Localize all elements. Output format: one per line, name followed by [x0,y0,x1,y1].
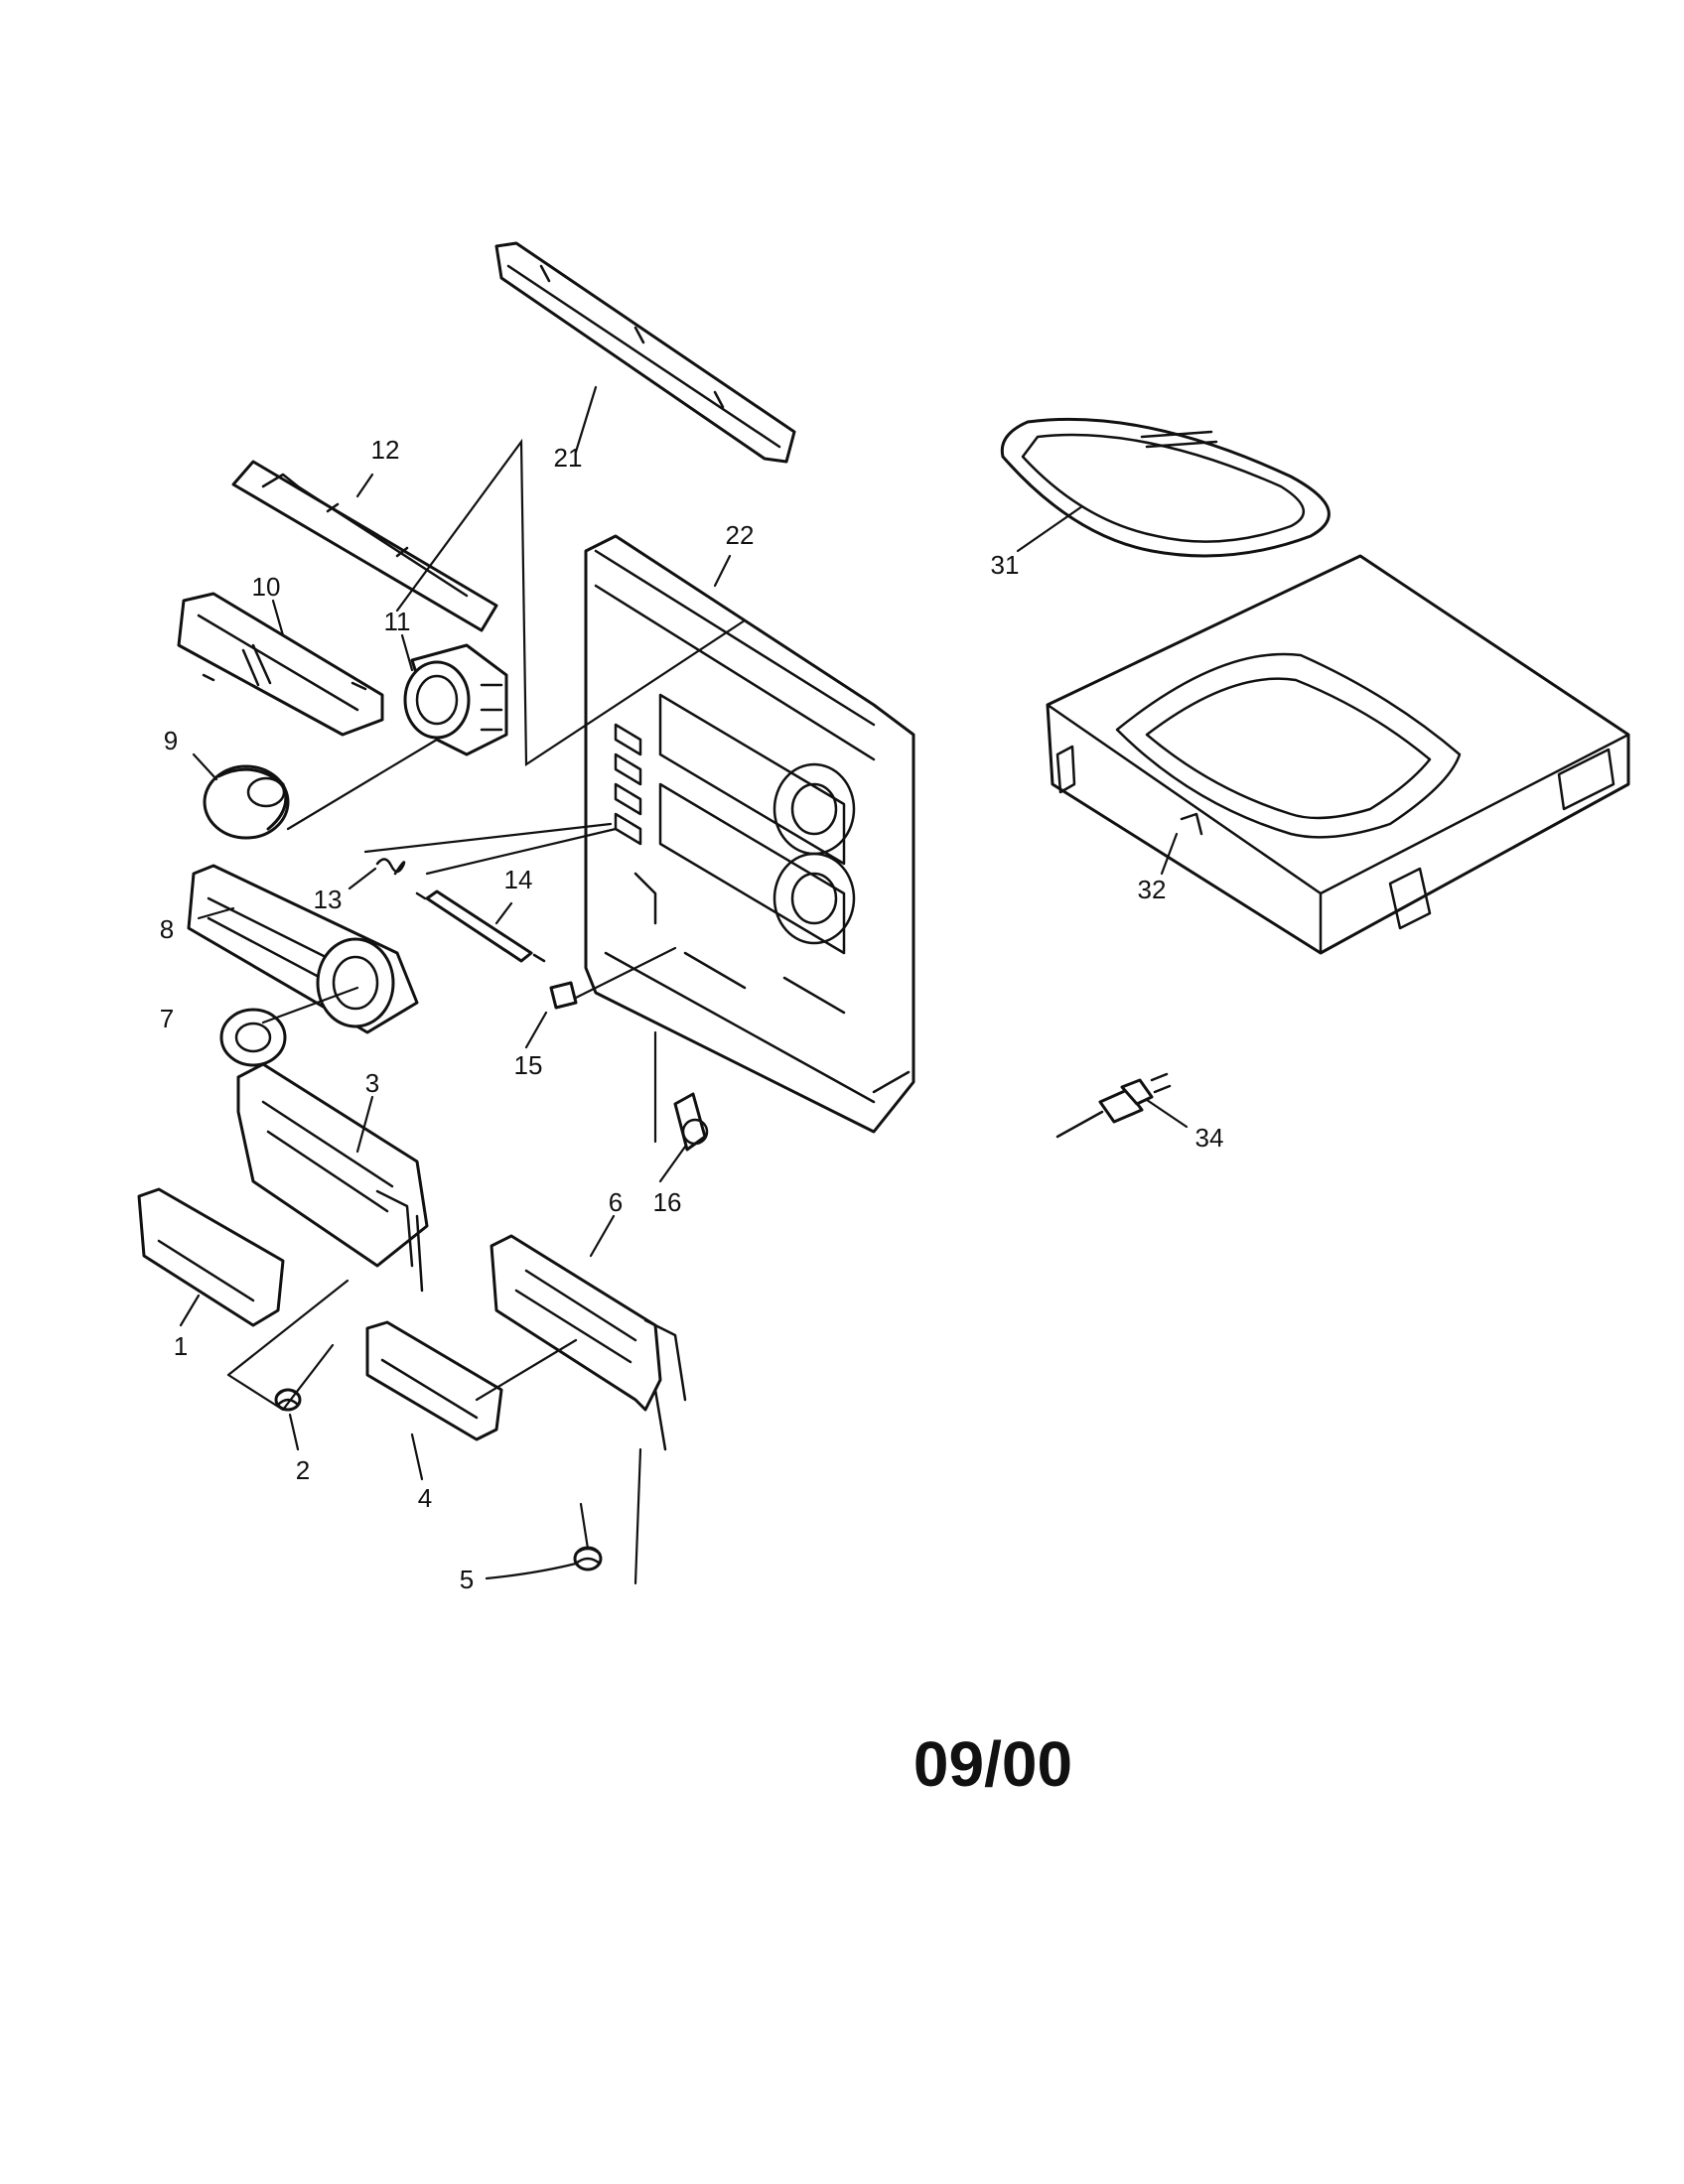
callout-21: 21 [554,443,583,473]
part-22-front-panel [584,534,915,1134]
part-13-spring [375,858,406,876]
callout-10: 10 [252,572,281,602]
part-31-top-cover [1000,417,1331,558]
callout-8: 8 [160,914,174,944]
callout-4: 4 [418,1483,432,1513]
part-21-top-trim [494,241,796,464]
part-5-spring [573,1546,603,1571]
callout-34: 34 [1195,1123,1224,1153]
callout-2: 2 [296,1455,310,1485]
part-8-cassette-holder [187,864,419,1034]
leader-lines [179,385,1189,1585]
part-4-cover [365,1320,503,1441]
part-6-tray [490,1234,687,1451]
part-3-tray [236,1062,429,1293]
callout-3: 3 [365,1068,379,1098]
part-34-power-cord [1055,1072,1172,1139]
callout-14: 14 [504,865,533,894]
part-32-cabinet [1046,554,1630,955]
callout-7: 7 [160,1004,174,1033]
callout-16: 16 [653,1187,682,1217]
callout-13: 13 [314,885,343,914]
callout-12: 12 [371,435,400,465]
callout-6: 6 [609,1187,623,1217]
part-1-cover [137,1187,285,1327]
callout-31: 31 [991,550,1020,580]
callout-9: 9 [164,726,178,755]
part-9-knob [203,764,290,840]
callout-11: 11 [384,607,411,636]
part-15-clip [549,981,578,1010]
callout-labels: 1 2 3 4 5 6 7 8 9 10 11 12 13 14 15 16 2… [160,435,1224,1594]
callout-15: 15 [514,1050,543,1080]
part-14-rod [415,889,546,963]
callout-32: 32 [1138,875,1167,904]
part-12-bracket-strip [231,460,498,632]
part-16-lever [673,1092,709,1152]
revision-date: 09/00 [912,1728,1073,1800]
callout-22: 22 [726,520,755,550]
callout-1: 1 [174,1331,188,1361]
part-7-knob [219,1008,287,1067]
callout-5: 5 [460,1565,474,1594]
part-11-lens-holder [403,643,508,756]
part-10-display-window [177,592,384,737]
